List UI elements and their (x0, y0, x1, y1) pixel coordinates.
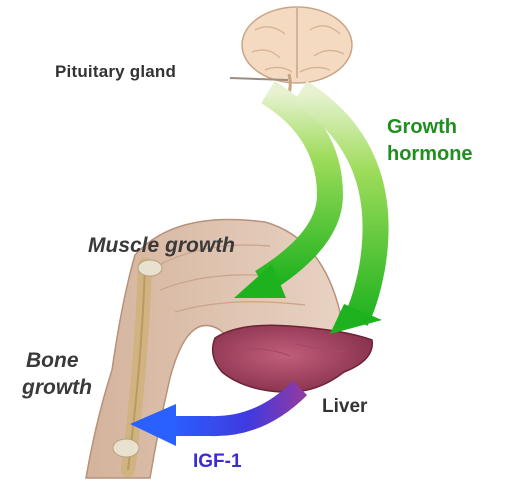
brain-illustration (242, 7, 352, 96)
liver-label: Liver (322, 396, 367, 418)
bone-growth-label-line2: growth (22, 376, 92, 400)
growth-hormone-label-line1: Growth (387, 116, 457, 139)
muscle-growth-label: Muscle growth (88, 234, 235, 258)
igf1-label: IGF-1 (193, 451, 242, 473)
bone-growth-label-line1: Bone (26, 349, 79, 373)
pituitary-gland-label: Pituitary gland (55, 62, 176, 82)
growth-hormone-label-line2: hormone (387, 143, 473, 166)
